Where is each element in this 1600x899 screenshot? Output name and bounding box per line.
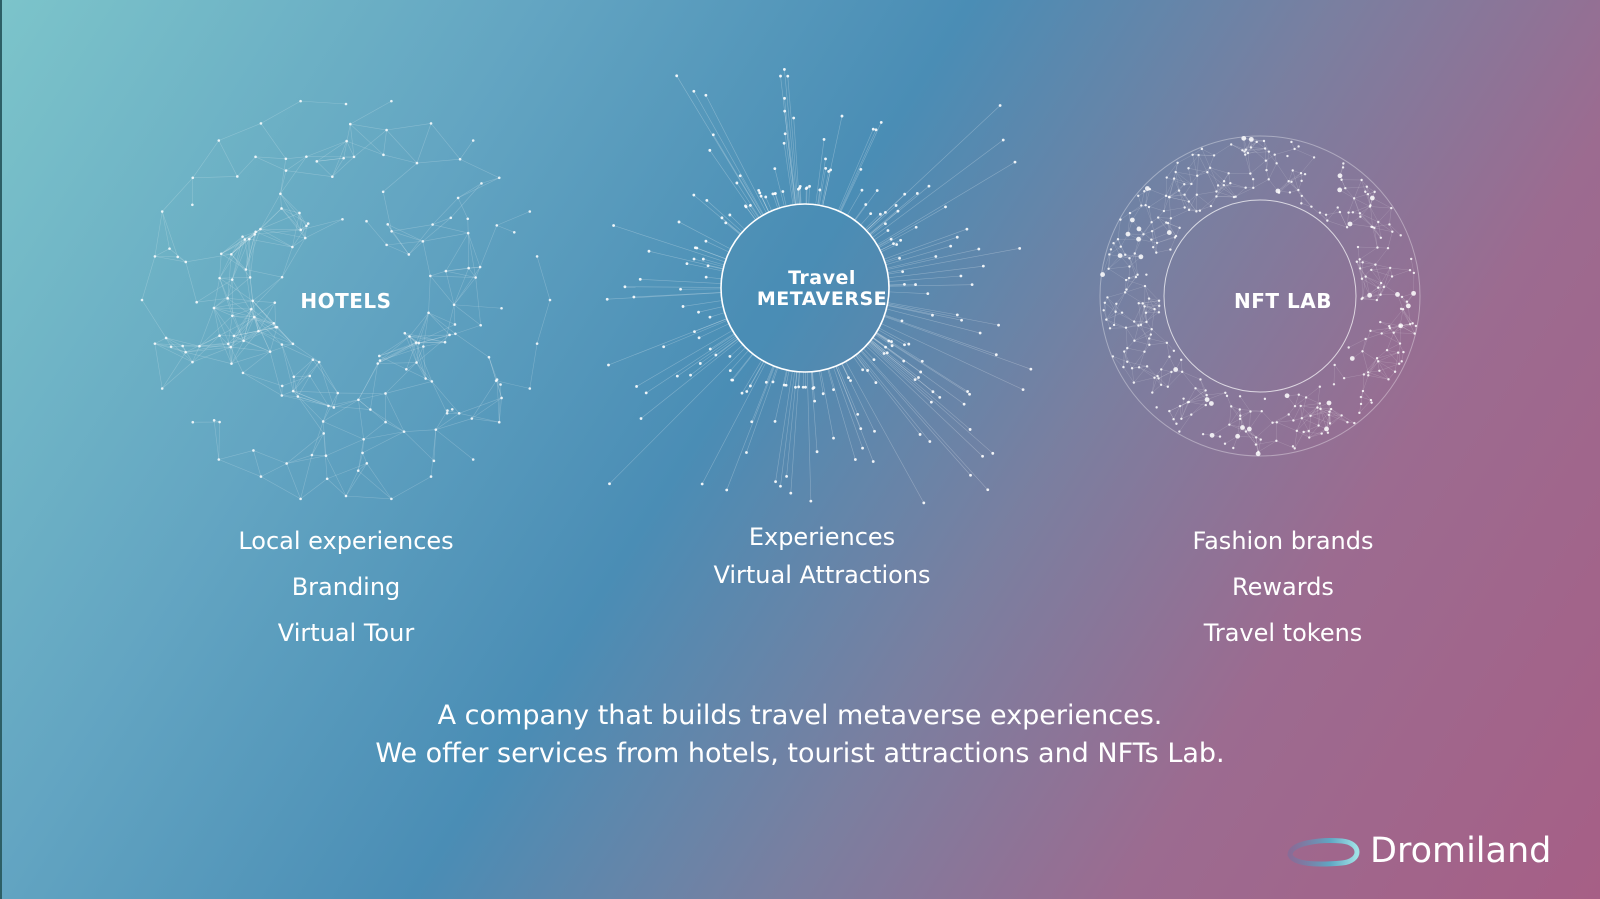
list-item: Virtual Attractions — [713, 561, 931, 589]
list-item: Rewards — [1232, 573, 1334, 601]
hotels-mesh-icon — [140, 99, 552, 501]
list-item: Virtual Tour — [277, 619, 415, 647]
nft-ring-icon — [1099, 135, 1421, 457]
list-item: Branding — [291, 573, 401, 601]
hotels-network-graphic: HOTELS — [126, 60, 566, 520]
list-item: Fashion brands — [1192, 527, 1374, 555]
travel-metaverse-network-graphic: Travel METAVERSE — [602, 60, 1042, 520]
brand-logo: Dromiland — [1280, 825, 1580, 877]
tagline-line2: We offer services from hotels, tourist a… — [375, 738, 1225, 769]
travel-service-list: Experiences Virtual Attractions — [602, 518, 1042, 594]
travel-burst-icon — [605, 68, 1033, 505]
travel-label-line1: Travel — [788, 267, 856, 289]
brand-name: Dromiland — [1370, 831, 1552, 871]
list-item: Local experiences — [238, 527, 454, 555]
nft-service-list: Fashion brands Rewards Travel tokens — [1063, 518, 1503, 656]
left-edge-divider — [0, 0, 2, 899]
tagline-line1: A company that builds travel metaverse e… — [437, 700, 1163, 731]
nft-lab-network-graphic: NFT LAB — [1063, 60, 1503, 520]
list-item: Experiences — [748, 523, 896, 551]
list-item: Travel tokens — [1203, 619, 1363, 647]
nft-lab-circle-label: NFT LAB — [1234, 289, 1332, 313]
hotels-circle-label: HOTELS — [300, 289, 392, 313]
travel-metaverse-circle-label: Travel METAVERSE — [602, 268, 1042, 310]
travel-label-line2: METAVERSE — [756, 287, 888, 310]
loop-icon — [1287, 838, 1360, 867]
hotels-service-list: Local experiences Branding Virtual Tour — [126, 518, 566, 656]
company-tagline: A company that builds travel metaverse e… — [0, 697, 1600, 773]
